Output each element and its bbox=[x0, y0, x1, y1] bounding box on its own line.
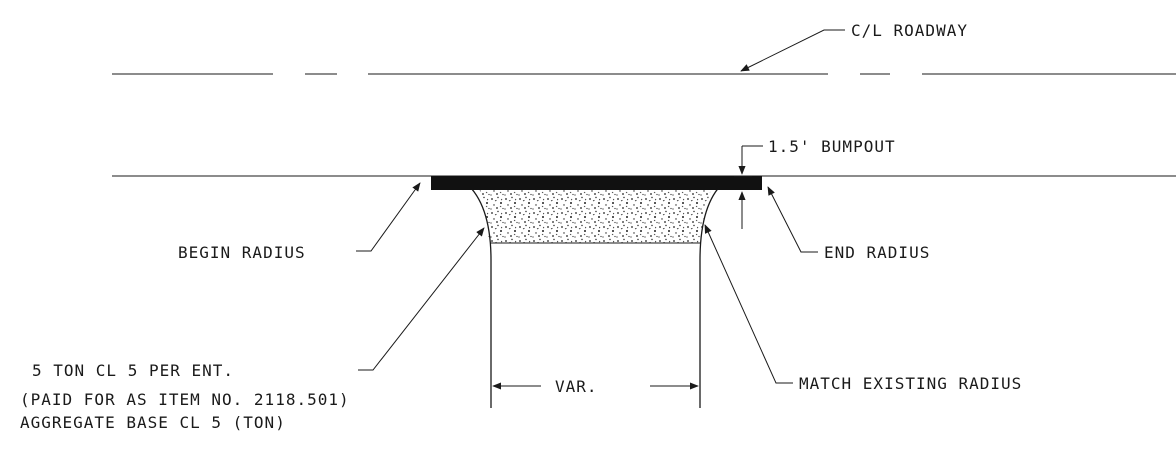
bumpout-label: 1.5' BUMPOUT bbox=[768, 137, 896, 156]
paid-item-label: (PAID FOR AS ITEM NO. 2118.501) bbox=[20, 390, 350, 409]
aggregate-quantity-label: 5 TON CL 5 PER ENT. bbox=[32, 361, 234, 380]
bumpout-dimension bbox=[734, 145, 763, 229]
centerline-label: C/L ROADWAY bbox=[851, 21, 968, 40]
aggregate-base-area bbox=[476, 183, 714, 243]
leader-lines bbox=[356, 29, 845, 384]
match-radius-label: MATCH EXISTING RADIUS bbox=[799, 374, 1022, 393]
aggregate-base-label: AGGREGATE BASE CL 5 (TON) bbox=[20, 413, 286, 432]
begin-radius-label: BEGIN RADIUS bbox=[178, 243, 306, 262]
end-radius-label: END RADIUS bbox=[824, 243, 930, 262]
variable-width-label: VAR. bbox=[555, 377, 598, 396]
bumpout-bar bbox=[431, 176, 762, 190]
